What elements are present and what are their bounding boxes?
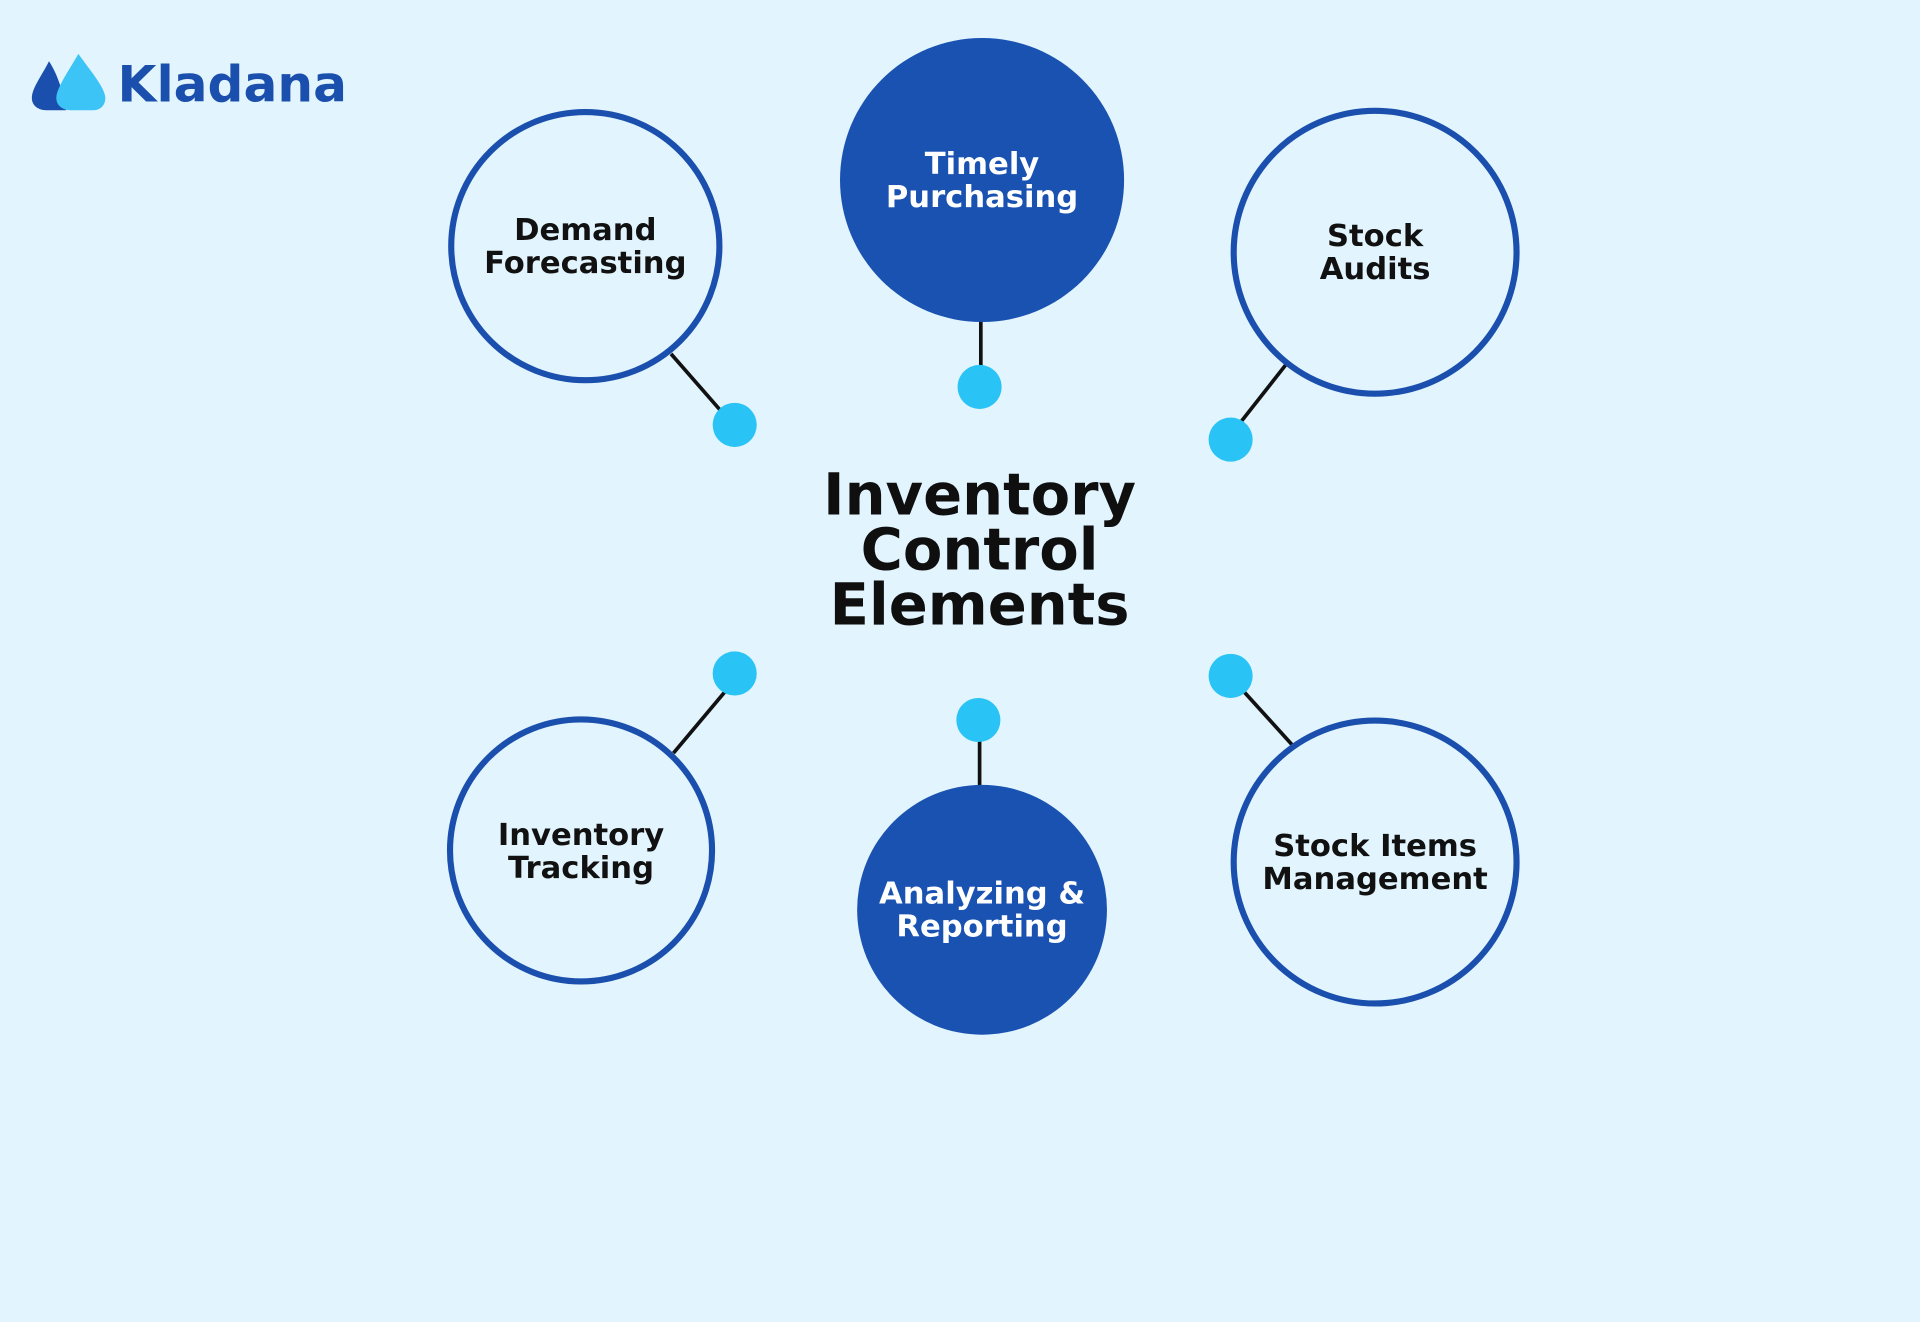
node-label: Stock Audits [1319, 217, 1431, 287]
node-inventory-tracking: Inventory Tracking [446, 716, 716, 985]
connector-dot-demand [712, 402, 757, 447]
node-label: Analyzing & Reporting [879, 875, 1086, 945]
node-label: Stock Items Management [1262, 827, 1488, 897]
connector-line-demand [669, 352, 724, 414]
connector-dot-audits [1208, 417, 1253, 462]
brand-logo: Kladana [29, 51, 396, 114]
node-label: Inventory Tracking [497, 816, 665, 885]
connector-line-tracking [672, 690, 727, 755]
connector-dot-stock-items [1208, 653, 1253, 698]
node-timely-purchasing: Timely Purchasing [840, 37, 1125, 323]
water-drops-icon [31, 53, 106, 111]
node-label: Timely Purchasing [885, 145, 1079, 215]
diagram-title: Inventory Control Elements [823, 461, 1137, 640]
connector-lines [669, 320, 1294, 787]
node-demand-forecasting: Demand Forecasting [448, 108, 723, 384]
node-stock-audits: Stock Audits [1230, 107, 1520, 397]
connector-line-audits [1238, 363, 1288, 424]
connector-dot-purchasing [957, 364, 1002, 409]
connector-line-stock-items [1242, 690, 1294, 746]
connector-dot-tracking [712, 651, 757, 696]
node-label: Demand Forecasting [484, 211, 687, 281]
node-analyzing-reporting: Analyzing & Reporting [857, 784, 1107, 1035]
brand-name: Kladana [117, 55, 347, 114]
node-stock-items-management: Stock Items Management [1230, 717, 1520, 1007]
connector-dot-reporting [956, 697, 1001, 743]
